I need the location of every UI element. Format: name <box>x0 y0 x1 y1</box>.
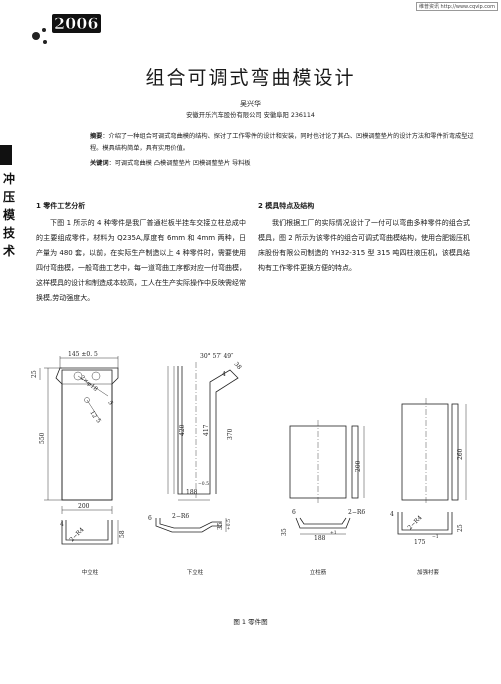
part-label: 中立柱 <box>81 570 99 576</box>
abstract-label: 摘要 <box>90 133 103 140</box>
dim-label: 30° 57′ 49″ <box>200 353 234 360</box>
affiliation: 安徽开乐汽车股份有限公司 安徽阜阳 236114 <box>186 112 315 119</box>
journal-logo: 2006 <box>30 8 101 56</box>
dim-label: 38 <box>232 361 242 371</box>
dim-label: 417 <box>203 424 210 436</box>
side-label-char: 术 <box>3 244 16 258</box>
keywords: 关键词：可调式弯曲模 凸模调整垫片 凹模调整垫片 导料板 <box>90 158 480 167</box>
dim-label: 420 <box>179 424 186 436</box>
dim-label: 25 <box>457 524 464 532</box>
dim-label: 2×φ18 <box>79 374 99 393</box>
part-middle-column: 145 ±0. 5 25 550 2×φ18 5 12 5 200 4 2−R4… <box>31 351 126 545</box>
side-tab <box>0 145 12 165</box>
watermark: 维普资讯 http://www.cqvip.com <box>415 2 498 11</box>
part-column-rib: 200 2−R6 6 35 188 +1 <box>281 420 365 542</box>
article-title: 组合可调式弯曲模设计 <box>145 67 356 89</box>
dim-label: 25 <box>31 370 38 378</box>
part-label: 下立柱 <box>186 570 204 576</box>
dim-label: 2−R6 <box>348 509 365 516</box>
section-body: 下图 1 所示的 4 种零件是我厂普通栏板半挂车交接立柱总成中的主要组成零件，材… <box>36 219 246 302</box>
dim-label: 2−R4 <box>406 514 423 531</box>
dim-label: 6 <box>292 509 296 516</box>
side-label: 冲 压 模 技 术 <box>3 170 19 260</box>
part-lower-column: 30° 57′ 49″ 4 38 420 417 370 188 −0.5 6 … <box>148 353 243 533</box>
part-label: 加强衬套 <box>416 570 439 576</box>
dim-label: 58 <box>119 530 126 538</box>
dim-label: 260 <box>457 448 464 460</box>
dim-label: 35 <box>281 528 288 536</box>
dim-label: 145 ±0. 5 <box>68 351 98 358</box>
dim-label: 4 <box>60 521 64 528</box>
side-label-char: 冲 <box>3 172 16 186</box>
dim-label: 200 <box>78 503 90 510</box>
author: 吴兴华 <box>240 100 261 108</box>
section-heading: 1 零件工艺分析 <box>36 202 86 210</box>
dim-label: 2−R6 <box>172 513 189 520</box>
dim-label: 5 <box>106 400 114 407</box>
part-label: 立柱筋 <box>309 570 327 576</box>
abstract: 摘要：介绍了一种组合可调式弯曲模的结构、探讨了工作零件的设计和安装，同时也讨论了… <box>90 131 480 154</box>
dim-label: −0.5 <box>198 481 209 487</box>
keywords-text: ：可调式弯曲模 凸模调整垫片 凹模调整垫片 导料板 <box>108 160 251 167</box>
dim-label: +1 <box>330 530 337 536</box>
dim-label: 35 <box>217 522 224 530</box>
dim-label: 175 <box>414 539 426 546</box>
dim-label: 188 <box>186 489 198 496</box>
dim-label: 200 <box>355 460 362 472</box>
part-reinforcing-sleeve: 260 4 2−R4 25 175 −1 <box>390 398 467 546</box>
keywords-label: 关键词 <box>90 160 109 167</box>
dim-label: −1 <box>432 534 439 540</box>
side-label-char: 压 <box>3 190 16 204</box>
side-label-char: 模 <box>3 208 16 222</box>
dim-label: 4 <box>390 511 394 518</box>
dim-label: 550 <box>39 432 46 444</box>
figure-caption: 图 1 零件图 <box>233 618 268 626</box>
section-2: 2 模具特点及结构 我们根据工厂的实际情况设计了一付可以弯曲多种零件的组合式模具… <box>258 199 470 276</box>
side-label-char: 技 <box>3 226 16 240</box>
dim-label: 370 <box>227 428 234 440</box>
dim-label: 12 <box>88 410 98 420</box>
dim-label: 4 <box>222 371 226 378</box>
logo-year: 2006 <box>52 14 101 33</box>
dim-label: +0.5 <box>226 519 232 530</box>
dim-label: 5 <box>94 418 102 425</box>
dim-label: 6 <box>148 515 152 522</box>
dim-label: 188 <box>314 535 326 542</box>
section-1: 1 零件工艺分析 下图 1 所示的 4 种零件是我厂普通栏板半挂车交接立柱总成中… <box>36 199 246 306</box>
section-body: 我们根据工厂的实际情况设计了一付可以弯曲多种零件的组合式模具，图 2 所示为该零… <box>258 219 470 272</box>
dim-label: 2−R4 <box>68 526 85 543</box>
logo-dots-icon <box>30 26 52 48</box>
part-drawing: 145 ±0. 5 25 550 2×φ18 5 12 5 200 4 2−R4… <box>31 351 467 546</box>
abstract-text: ：介绍了一种组合可调式弯曲模的结构、探讨了工作零件的设计和安装，同时也讨论了其凸… <box>90 133 474 152</box>
section-heading: 2 模具特点及结构 <box>258 202 315 210</box>
